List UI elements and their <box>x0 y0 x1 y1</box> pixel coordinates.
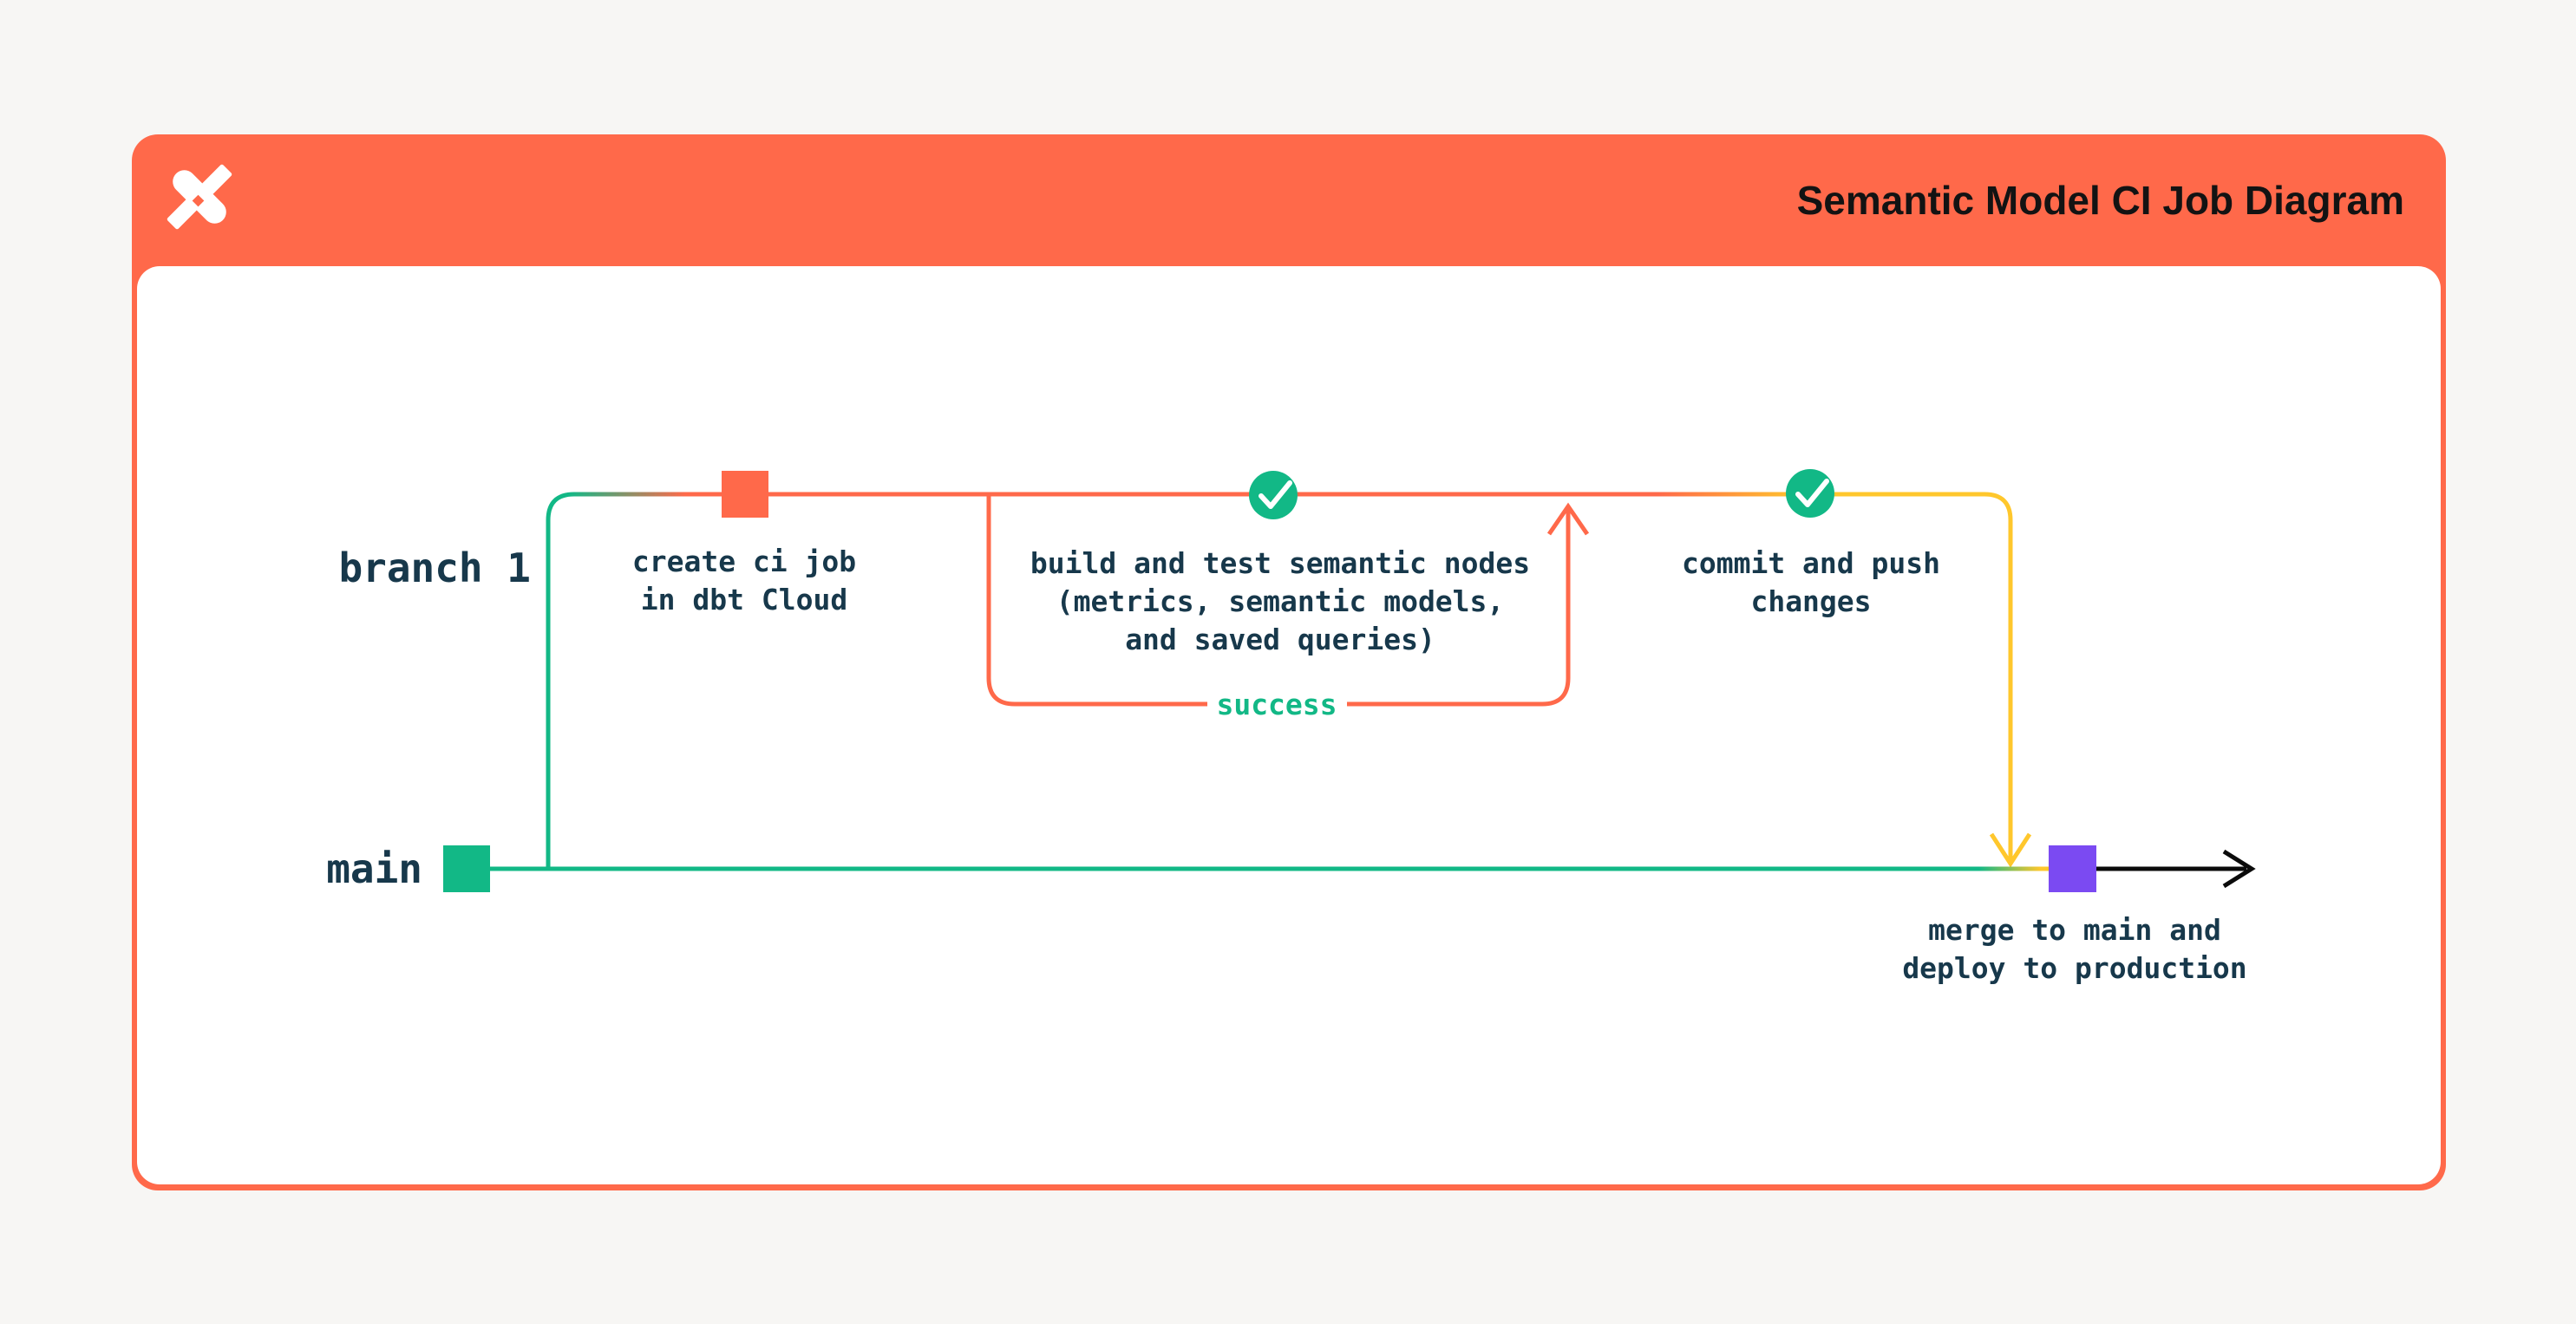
success-loop-label: success <box>1216 688 1337 721</box>
merge-deploy-step-label: merge to main and deploy to production <box>1902 913 2247 985</box>
diagram-canvas <box>137 266 2441 1184</box>
diagram-card: Semantic Model CI Job Diagram <box>132 134 2446 1190</box>
create-ci-step-label: create ci job in dbt Cloud <box>631 545 857 616</box>
dbt-logo-icon <box>167 164 232 230</box>
branch-1-label: branch 1 <box>338 545 531 591</box>
main-label: main <box>326 845 422 892</box>
page-title: Semantic Model CI Job Diagram <box>1796 178 2404 223</box>
build-test-step-label: build and test semantic nodes (metrics, … <box>1030 546 1531 656</box>
commit-push-step-label: commit and push changes <box>1681 546 1940 618</box>
